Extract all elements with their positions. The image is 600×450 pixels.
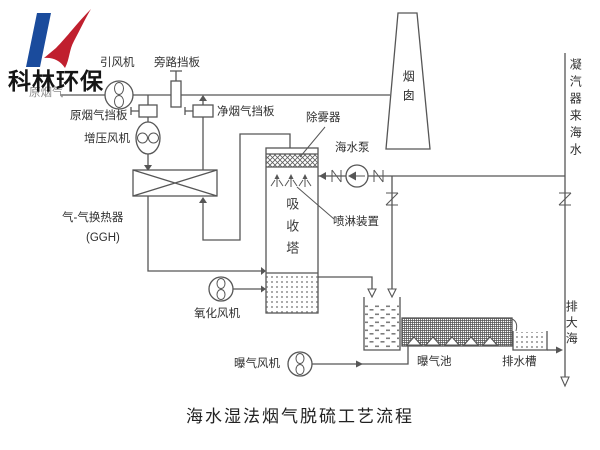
mixing-tank-symbol (318, 276, 401, 351)
clean-gas-damper-label: 净烟气挡板 (217, 106, 275, 118)
seawater-supply-line (318, 164, 565, 299)
spray-device-label: 喷淋装置 (333, 216, 379, 228)
seawater-pump-label: 海水泵 (335, 142, 370, 154)
aeration-fan-label: 曝气风机 (234, 358, 280, 370)
induced-draft-fan-label: 引风机 (100, 57, 135, 69)
seawater-pump-icon (345, 164, 369, 188)
raw-gas-damper-icon (130, 104, 158, 118)
bypass-damper-icon (170, 70, 182, 108)
absorption-tower-symbol (265, 126, 335, 314)
condenser-seawater-line (558, 53, 572, 388)
clean-gas-damper-icon (184, 104, 214, 118)
drain-channel-label: 排水槽 (502, 356, 537, 368)
seawater-from-condenser-label: 凝汽器来海水 (568, 58, 583, 160)
aeration-pool-label: 曝气池 (417, 356, 452, 368)
oxidation-fan-icon (208, 276, 266, 302)
demister-leader-line (299, 126, 326, 158)
spray-leader-line (296, 186, 335, 220)
drain-channel-symbol (512, 331, 563, 354)
valve-icon (373, 169, 384, 183)
booster-fan-icon (135, 121, 161, 155)
valve-icon (385, 192, 399, 206)
ggh-abbr-label: (GGH) (86, 232, 120, 244)
spray-nozzles-icon (270, 174, 312, 187)
gas-gas-heater-label: 气-气换热器 (62, 212, 124, 224)
induced-draft-fan-icon (104, 80, 134, 110)
demister-label: 除雾器 (306, 112, 341, 124)
bypass-damper-label: 旁路挡板 (154, 57, 200, 69)
raw-gas-damper-label: 原烟气挡板 (70, 110, 128, 122)
discharge-arrow-icon (560, 376, 570, 388)
company-logo-icon (26, 9, 91, 68)
aeration-pool-symbol (401, 317, 518, 347)
company-name: 科林环保 (8, 68, 104, 94)
gas-gas-heat-exchanger-icon (132, 169, 218, 197)
raw-flue-gas-label: 原烟气 (29, 87, 64, 99)
valve-icon (331, 169, 342, 183)
booster-fan-label: 增压风机 (84, 133, 130, 145)
oxidation-fan-label: 氧化风机 (194, 308, 240, 320)
valve-icon (558, 192, 572, 206)
diagram-title: 海水湿法烟气脱硫工艺流程 (186, 407, 414, 426)
aeration-fan-icon (287, 346, 409, 377)
chimney-symbol (385, 12, 431, 150)
air-diffusers-icon (405, 336, 499, 346)
absorption-tower-label: 吸收塔 (284, 197, 300, 263)
discharge-to-sea-label: 排大海 (564, 300, 579, 348)
chimney-label: 烟囱 (401, 70, 416, 108)
flue-gas-lines (60, 94, 390, 275)
